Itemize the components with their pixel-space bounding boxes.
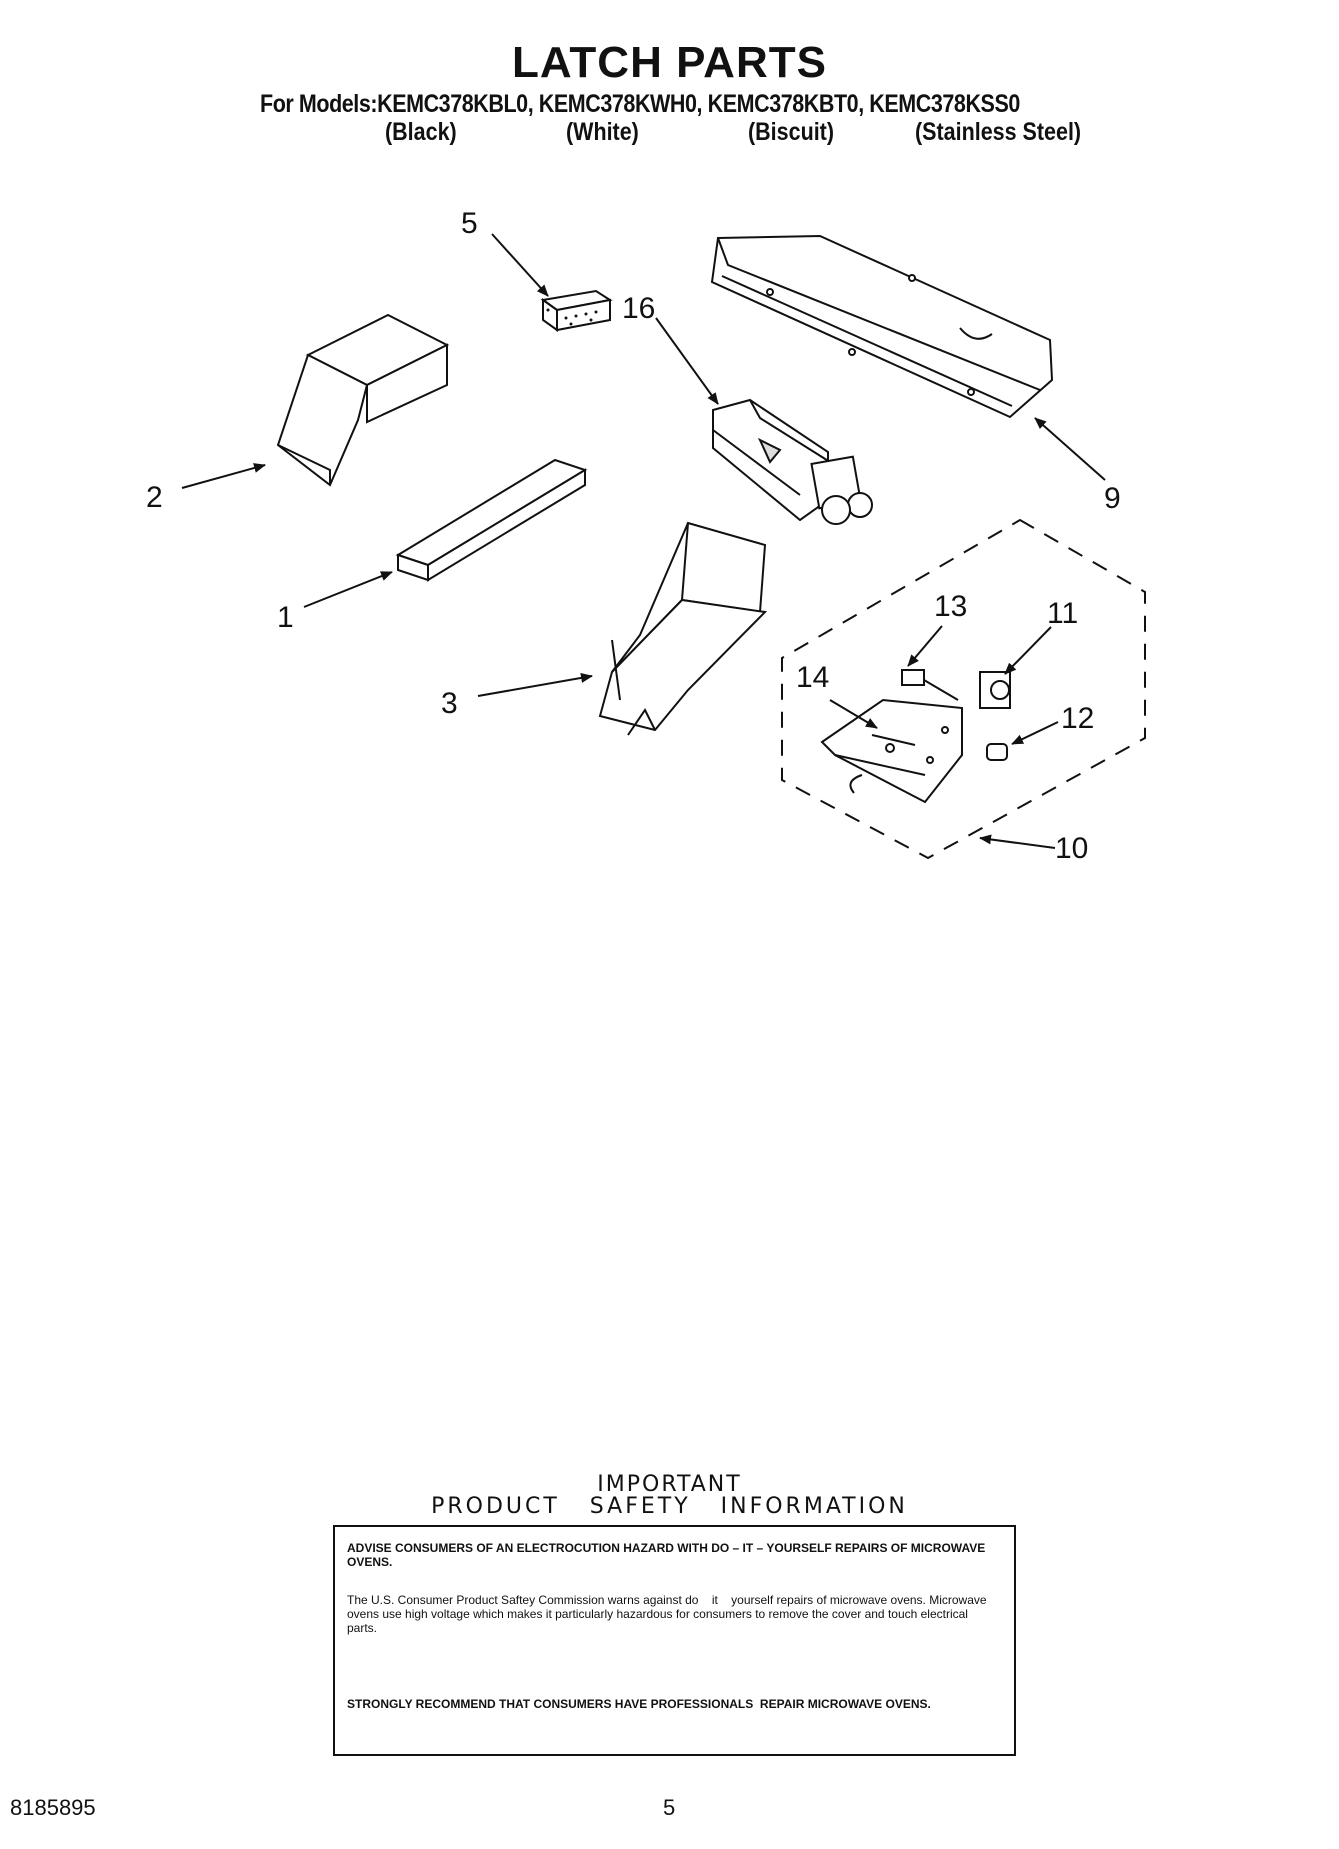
part-10-dashed-group-outline: [781, 518, 1146, 860]
exploded-parts-diagram: 5 16 9 2 1 3 13 11 14 12 10: [146, 207, 1146, 865]
color-stainless-steel: (Stainless Steel): [915, 118, 1082, 146]
callout-9: 9: [1104, 482, 1121, 515]
callout-2: 2: [146, 481, 163, 514]
safety-recommend-paragraph: STRONGLY RECOMMEND THAT CONSUMERS HAVE P…: [347, 1697, 931, 1711]
callout-13: 13: [934, 590, 967, 623]
part-11-switch: [979, 671, 1011, 709]
color-biscuit: (Biscuit): [748, 118, 834, 146]
part-5-block: [540, 289, 613, 332]
part-14-wire-clip: [871, 734, 916, 753]
leader-5: [491, 233, 549, 297]
page-title: LATCH PARTS: [512, 38, 827, 87]
color-white: (White): [566, 118, 639, 146]
callout-10: 10: [1055, 832, 1088, 865]
leader-11: [1004, 626, 1052, 675]
part-1-flat-strip: [395, 458, 588, 582]
part-9-long-bracket: [710, 234, 1054, 419]
leader-16: [655, 317, 719, 405]
leader-3: [477, 672, 593, 697]
leader-10: [979, 834, 1056, 849]
page-number: 5: [663, 1795, 676, 1820]
callout-5: 5: [461, 207, 478, 240]
callout-16: 16: [622, 292, 655, 325]
callout-1: 1: [277, 601, 294, 634]
callout-11: 11: [1047, 597, 1078, 630]
leader-2: [181, 463, 266, 489]
part-2-angled-cover: [276, 313, 450, 487]
part-13-switch: [901, 669, 959, 701]
leader-14: [829, 699, 878, 729]
safety-cpsc-paragraph: The U.S. Consumer Product Saftey Commiss…: [347, 1593, 990, 1635]
leader-13: [907, 625, 943, 667]
safety-heading-product-info: PRODUCT SAFETY INFORMATION: [431, 1494, 908, 1519]
models-line: For Models:KEMC378KBL0, KEMC378KWH0, KEM…: [260, 90, 1020, 118]
callout-14: 14: [796, 661, 829, 694]
color-black: (Black): [385, 118, 457, 146]
document-number: 8185895: [10, 1795, 96, 1820]
safety-notice-box: ADVISE CONSUMERS OF AN ELECTROCUTION HAZ…: [333, 1525, 1016, 1756]
part-16-latch-assembly: [712, 398, 873, 525]
part-12-actuator: [986, 743, 1008, 761]
safety-advise-paragraph: ADVISE CONSUMERS OF AN ELECTROCUTION HAZ…: [347, 1541, 986, 1569]
callout-12: 12: [1061, 702, 1094, 735]
safety-heading-important: IMPORTANT: [597, 1472, 742, 1497]
leader-12: [1011, 721, 1059, 745]
leader-9: [1034, 417, 1106, 481]
leader-1: [303, 571, 393, 608]
part-3-angled-shield: [598, 521, 768, 736]
callout-3: 3: [441, 687, 458, 720]
